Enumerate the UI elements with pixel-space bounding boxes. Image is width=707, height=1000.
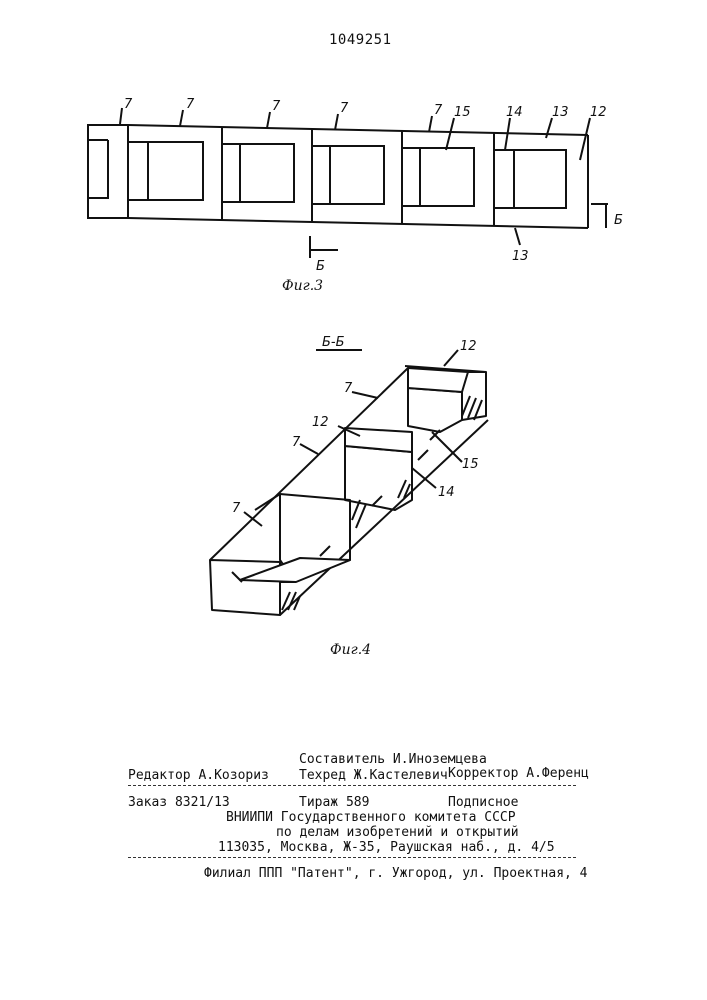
imprint-techred: Техред Ж.Кастелевич [299,768,448,783]
fig3-label-7: 7 [272,99,281,114]
imprint-compiler: Составитель И.Иноземцева [299,752,487,767]
fig3-label-12: 12 [590,105,607,120]
fig4-caption: Фиг.4 [330,642,371,658]
fig4-label-12: 12 [312,415,329,430]
fig3-label-7: 7 [186,97,195,112]
fig3-section-mark: Б [614,213,623,228]
fig4-label-15: 15 [462,457,479,472]
imprint-editor: Редактор А.Козориз [128,768,269,783]
fig3-label-15: 15 [454,105,471,120]
imprint-order: Заказ 8321/13 [128,795,230,810]
imprint-address: 113035, Москва, Ж-35, Раушская наб., д. … [218,840,555,855]
patent-drawings: 7 7 7 7 7 15 14 13 12 13 Б Б Фиг.3 [0,0,707,700]
fig4-label-12: 12 [460,339,477,354]
fig4-label-7: 7 [344,381,353,396]
divider [128,857,576,858]
fig4-label-7: 7 [232,501,241,516]
imprint-institute: ВНИИПИ Государственного комитета СССР [226,810,516,825]
imprint-affairs: по делам изобретений и открытий [276,825,519,840]
imprint-circulation: Тираж 589 [299,795,369,810]
fig4-label-7: 7 [292,435,301,450]
fig4-label-14: 14 [438,485,455,500]
fig3-label-13: 13 [512,249,529,264]
fig3-label-7: 7 [340,101,349,116]
imprint-corrector: Корректор А.Ференц [448,766,589,781]
divider [128,785,576,786]
fig3-label-13: 13 [552,105,569,120]
fig3-label-7: 7 [434,103,443,118]
fig3-label-14: 14 [506,105,523,120]
fig3-caption: Фиг.3 [282,278,323,294]
imprint-branch: Филиал ППП "Патент", г. Ужгород, ул. Про… [204,866,588,881]
fig3-label-7: 7 [124,97,133,112]
fig4-section-title: Б-Б [322,335,345,350]
fig3-section-mark: Б [316,259,325,274]
figure-3-drawing [88,108,608,258]
imprint-subscription: Подписное [448,795,518,810]
